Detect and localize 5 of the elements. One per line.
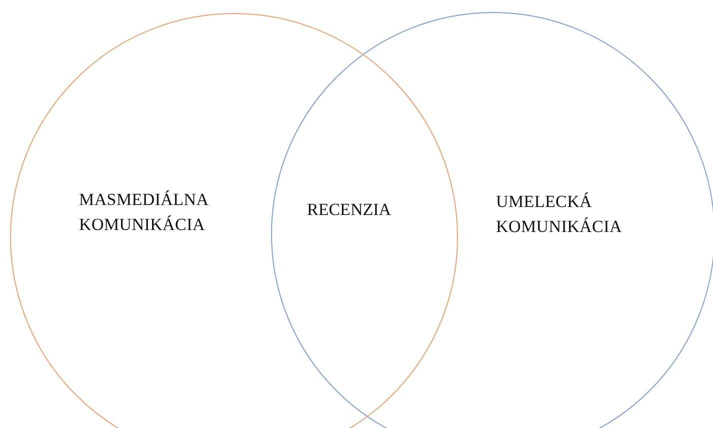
- venn-circle: [10, 13, 458, 428]
- venn-circle: [271, 12, 713, 428]
- circle-label: MASMEDIÁLNA KOMUNIKÁCIA: [79, 189, 210, 236]
- circle-label: UMELECKÁ KOMUNIKÁCIA: [496, 191, 623, 238]
- overlap-label: RECENZIA: [307, 200, 392, 220]
